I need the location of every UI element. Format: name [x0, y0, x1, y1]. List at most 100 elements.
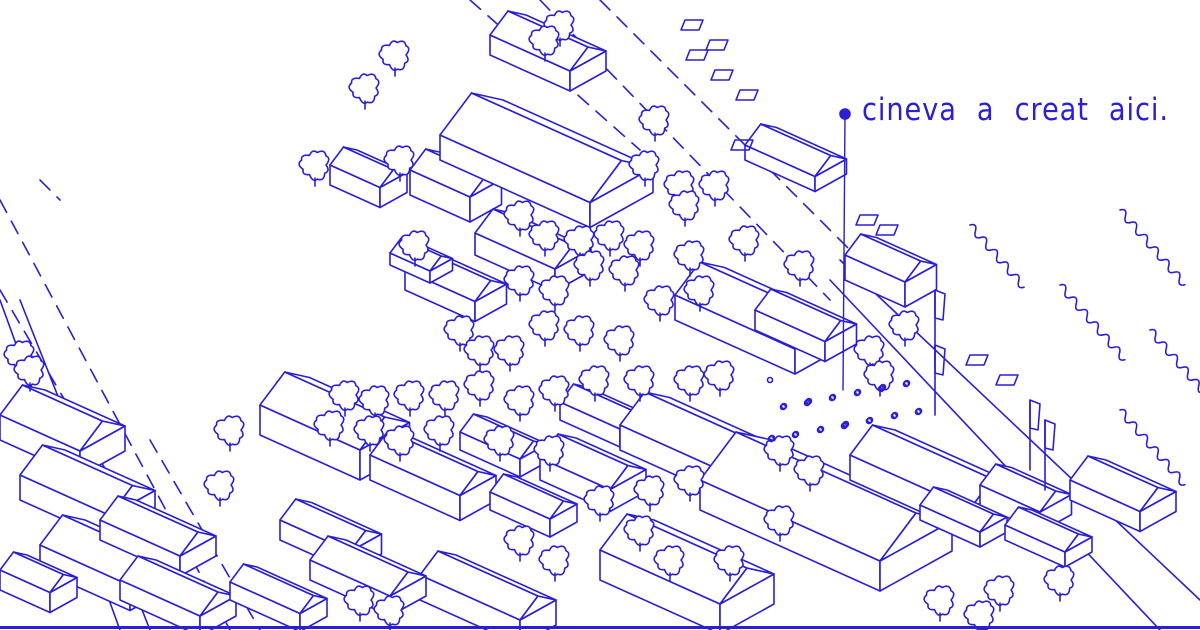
water-wave [1149, 328, 1200, 406]
house-roof [294, 498, 383, 535]
tree-crown [668, 190, 700, 221]
tree-crown [538, 545, 570, 576]
tree-crown [423, 415, 455, 446]
tree-crown [203, 470, 235, 501]
tree-crown [538, 375, 570, 406]
water-wave [1059, 283, 1126, 361]
crowd-person [854, 388, 862, 396]
tree-crown [673, 365, 705, 396]
tree-crown [348, 73, 380, 104]
tree-crown [213, 415, 245, 446]
crowd-person [891, 411, 899, 419]
tree-crown [298, 150, 330, 181]
tree-crown [673, 240, 705, 271]
tree-crown [783, 250, 815, 281]
water-wave [969, 223, 1025, 289]
crowd-person [768, 434, 776, 442]
road-edge [829, 279, 1161, 630]
tree-crown [503, 385, 535, 416]
house-roof [437, 550, 557, 601]
tree-crown [503, 200, 535, 231]
tree-crown [373, 595, 405, 626]
tree-crown [383, 425, 415, 456]
tree-crown [683, 275, 715, 306]
tree-crown [643, 285, 675, 316]
house-roof [1087, 455, 1177, 493]
tree-crown [378, 40, 410, 71]
road-line [0, 199, 231, 630]
road-line [539, 0, 831, 301]
tree-crown [483, 425, 515, 456]
tree-crown [763, 435, 795, 466]
tree-crown [698, 170, 730, 201]
house-roof [242, 563, 328, 600]
tent [680, 19, 704, 31]
tree-crown [538, 275, 570, 306]
marker-line [842, 114, 846, 391]
tree-crown [493, 335, 525, 366]
tree-crown [633, 475, 665, 506]
crowd-person [766, 376, 774, 384]
tent [685, 49, 709, 61]
flag [934, 289, 946, 321]
road-line [599, 0, 871, 271]
tree-crown [888, 310, 920, 341]
tree-crown [653, 545, 685, 576]
crowd-person [805, 397, 813, 405]
tent [855, 214, 879, 226]
tree-crown [728, 225, 760, 256]
tree-crown [623, 365, 655, 396]
tree-crown [593, 220, 625, 251]
tree-crown [528, 25, 560, 56]
tent [710, 69, 734, 81]
crowd-person [866, 416, 874, 424]
crowd-person [792, 430, 800, 438]
tree-crown [638, 105, 670, 136]
house-roof [502, 473, 578, 505]
tent [875, 224, 899, 236]
house-roof [1017, 506, 1093, 538]
crowd-person [829, 393, 837, 401]
tree-crown [983, 575, 1015, 606]
house-roof [327, 535, 427, 577]
house-roof [21, 384, 126, 427]
tree-crown [503, 265, 535, 296]
tree-crown [713, 545, 745, 576]
tree-crown [603, 325, 635, 356]
bottom-divider [0, 626, 1200, 629]
tree-crown [463, 335, 495, 366]
house-roof [557, 433, 647, 471]
crowd-person [915, 407, 923, 415]
water-wave [1119, 208, 1186, 286]
tree-crown [428, 380, 460, 411]
tree-crown [623, 515, 655, 546]
tree-crown [463, 370, 495, 401]
tree-crown [528, 310, 560, 341]
tree-crown [343, 585, 375, 616]
tree-crown [358, 385, 390, 416]
tent [995, 374, 1019, 386]
crowd-person [879, 383, 887, 391]
flag [1044, 419, 1056, 451]
caption-text: cineva a creat aici. [862, 92, 1169, 128]
tree-crown [793, 455, 825, 486]
tree-crown [703, 360, 735, 391]
house-roof [859, 233, 938, 266]
tent [965, 354, 989, 366]
tree-crown [563, 315, 595, 346]
flag [934, 344, 946, 376]
tree-crown [628, 150, 660, 181]
crowd-person [903, 379, 911, 387]
tree-crown [503, 525, 535, 556]
house-roof [12, 551, 78, 579]
tree-crown [673, 465, 705, 496]
tree-crown [573, 250, 605, 281]
tree-crown [578, 365, 610, 396]
tree-crown [863, 360, 895, 391]
flag [1029, 399, 1041, 431]
tree-crown [528, 220, 560, 251]
tree-crown [398, 230, 430, 261]
house-roof [759, 123, 848, 160]
